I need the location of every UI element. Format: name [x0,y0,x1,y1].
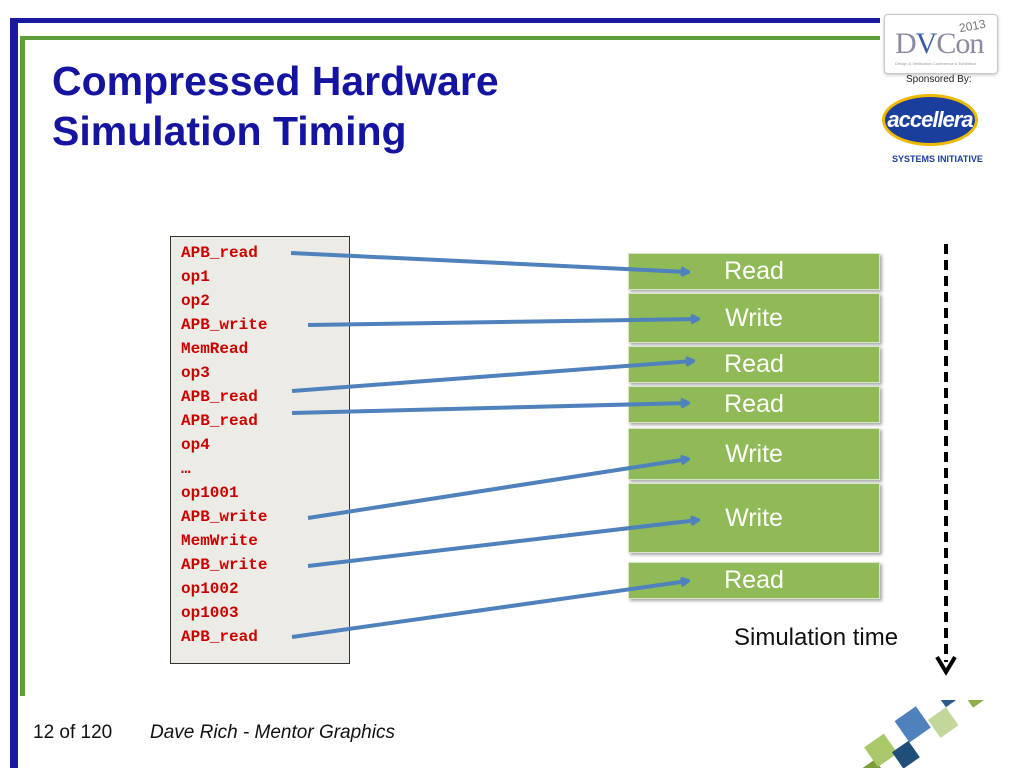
code-line: op1 [181,268,210,286]
operation-box: Write [628,483,880,553]
sponsored-by-label: Sponsored By: [906,74,972,85]
title-line-1: Compressed Hardware [52,58,499,104]
simulation-time-label: Simulation time [734,624,899,651]
top-green-bar [20,36,880,40]
dvcon-tagline: Design & Verification Conference & Exhib… [895,61,976,66]
code-line: op1002 [181,580,239,598]
code-line: APB_read [181,388,258,406]
top-accent-bar [10,18,880,23]
decorative-squares [856,700,990,768]
arrow-apb-write-1 [307,319,698,327]
operation-box: Write [628,428,880,480]
arrow-apb-read-4 [291,581,688,639]
code-line: APB_write [181,556,268,574]
code-line: op1003 [181,604,239,622]
arrow-apb-write-3 [307,520,698,568]
arrow-apb-read-1 [290,251,688,272]
accellera-wordmark: accellera [887,107,973,132]
dvcon-wordmark: DVCon [895,27,984,61]
code-line: APB_write [181,508,268,526]
code-line: MemWrite [181,532,258,550]
code-line: … [181,460,191,478]
operation-box: Read [628,562,880,599]
code-listing: APB_read op1 op2 APB_write MemRead op3 A… [170,236,350,664]
arrow-apb-write-2 [307,459,688,520]
left-green-bar [20,36,25,696]
title-line-2: Simulation Timing [52,108,407,154]
code-line: MemRead [181,340,249,358]
accellera-logo: accellera [882,94,978,146]
code-line: APB_write [181,316,268,334]
slide-title: Compressed Hardware Simulation Timing [52,56,499,156]
code-line: APB_read [181,412,258,430]
page-number: 12 of 120 [33,722,113,743]
code-line: op3 [181,364,210,382]
code-line: op2 [181,292,210,310]
arrow-apb-read-3 [291,403,688,415]
dvcon-d: D [895,27,917,60]
code-line: APB_read [181,628,258,646]
simulation-time-arrowhead [935,655,957,676]
operation-box: Read [628,386,880,423]
left-accent-bar [10,18,18,768]
dvcon-con: Con [936,27,984,60]
systems-initiative-label: SYSTEMS INITIATIVE [892,154,983,164]
dvcon-logo: DVCon 2013 Design & Verification Confere… [884,14,998,74]
code-line: op1001 [181,484,239,502]
dvcon-v: V [915,27,938,60]
arrow-apb-read-2 [291,361,693,393]
code-line: APB_read [181,244,258,262]
author-footer: Dave Rich - Mentor Graphics [150,722,395,743]
code-line: op4 [181,436,210,454]
